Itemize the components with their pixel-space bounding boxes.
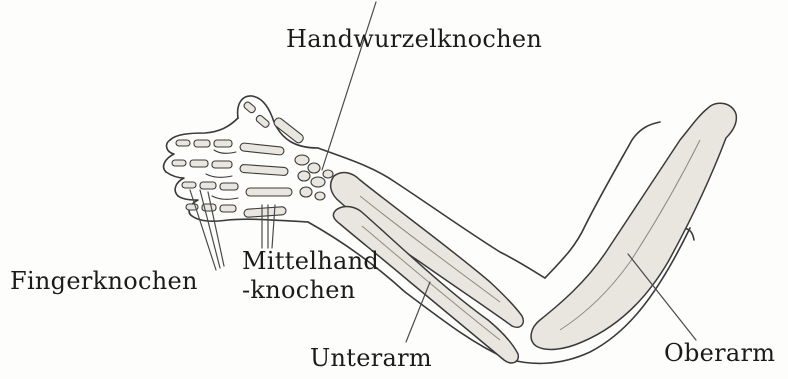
- label-metacarpals-line1: Mittelhand: [242, 247, 379, 276]
- label-forearm: Unterarm: [310, 346, 432, 370]
- label-metacarpals-line2: -knochen: [242, 276, 379, 305]
- label-carpals: Handwurzelknochen: [286, 27, 542, 51]
- metacarpal-bones: [240, 116, 305, 217]
- carpal-bones: [295, 155, 333, 200]
- label-upper-arm: Oberarm: [664, 341, 775, 365]
- label-phalanges: Fingerknochen: [10, 269, 198, 293]
- humerus-bone: [531, 103, 736, 349]
- label-metacarpals: Mittelhand -knochen: [242, 247, 379, 305]
